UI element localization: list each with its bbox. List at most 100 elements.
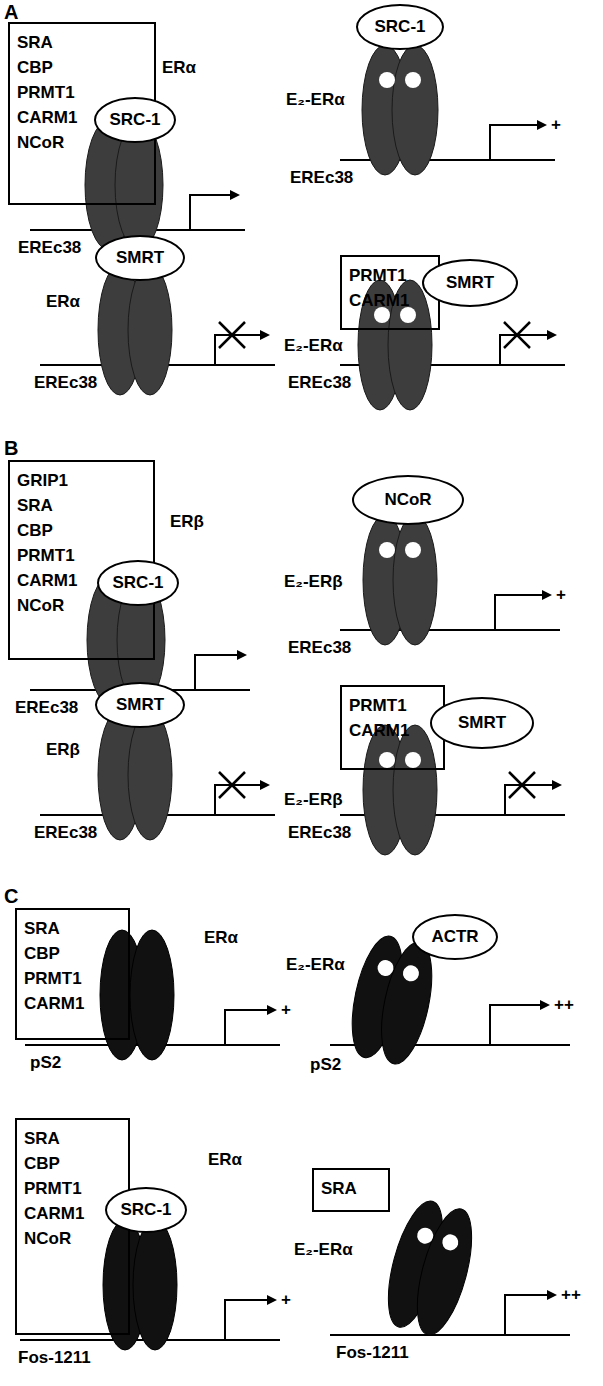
figure-label: ERβ	[170, 512, 204, 532]
receptor-lobe	[393, 725, 437, 855]
figure-label: ++	[554, 995, 574, 1015]
cofactor-name: CARM1	[17, 568, 77, 593]
cofactor-name: PRMT1	[24, 1176, 82, 1201]
figure-label: +	[281, 1000, 291, 1020]
coregulator-ellipse: NCoR	[352, 475, 464, 525]
figure-label: ++	[561, 1285, 581, 1305]
coregulator-name: ACTR	[431, 926, 478, 948]
figure-label: E₂-ERα	[294, 1240, 353, 1260]
receptor-dimer	[363, 515, 437, 645]
figure-label: C	[4, 886, 18, 906]
transcription-arrows	[190, 125, 560, 1340]
transcription-arrow	[215, 785, 268, 815]
figure-label: ERα	[208, 1150, 242, 1170]
coregulator-ellipse: SMRT	[95, 682, 185, 728]
cofactor-box: PRMT1CARM1	[340, 685, 445, 770]
coregulator-ellipse: SMRT	[95, 235, 185, 281]
coregulator-name: SMRT	[458, 712, 506, 734]
coregulator-name: SMRT	[446, 272, 494, 294]
ligand-dot	[379, 752, 395, 768]
cofactor-name: SRA	[17, 493, 53, 518]
block-cross	[509, 772, 535, 798]
cofactor-name: NCoR	[17, 130, 64, 155]
coregulator-ellipse: SMRT	[422, 259, 518, 307]
cofactor-box: SRACBPPRMT1CARM1NCoR	[15, 1118, 130, 1335]
figure-label: ERα	[46, 292, 80, 312]
cofactor-name: PRMT1	[17, 80, 75, 105]
transcription-arrow	[225, 1300, 275, 1340]
cofactor-name: SRA	[24, 916, 60, 941]
figure-label: E₂-ERα	[286, 955, 345, 975]
transcription-arrow	[195, 655, 245, 690]
figure-label: ERα	[162, 58, 196, 78]
cofactor-name: PRMT1	[349, 263, 407, 288]
receptor-lobe	[372, 938, 441, 1068]
cofactor-box: SRACBPPRMT1CARM1	[15, 908, 130, 1040]
coregulator-name: SRC-1	[120, 1199, 171, 1221]
receptor-dimer	[377, 1196, 482, 1341]
figure-label: +	[556, 585, 566, 605]
coregulator-ellipse: SRC-1	[105, 1187, 187, 1233]
cofactor-name: NCoR	[17, 593, 64, 618]
ligand-dot	[405, 752, 421, 768]
receptor-dimer	[363, 725, 437, 855]
transcription-arrow	[490, 1005, 548, 1045]
figure-label: B	[4, 438, 18, 458]
transcription-arrow	[490, 125, 545, 160]
receptor-lobe	[133, 1220, 177, 1350]
figure-label: ERα	[204, 928, 238, 948]
cofactor-name: CARM1	[349, 718, 409, 743]
figure-label: EREc38	[290, 168, 353, 188]
figure-label: EREc38	[288, 373, 351, 393]
cofactor-name: CARM1	[24, 991, 84, 1016]
coregulator-ellipse: SRC-1	[356, 4, 444, 50]
coregulator-ellipse: SRC-1	[94, 97, 176, 143]
cofactor-name: SRA	[17, 30, 53, 55]
cofactor-name: CBP	[17, 518, 53, 543]
transcription-arrow	[500, 335, 555, 365]
cofactor-name: PRMT1	[17, 543, 75, 568]
transcription-arrow	[505, 1295, 555, 1335]
cofactor-box: SRA	[312, 1168, 390, 1212]
figure-label: pS2	[30, 1053, 61, 1073]
block-crosses	[219, 322, 535, 798]
transcription-arrow	[225, 1010, 275, 1045]
dna-line	[330, 1334, 570, 1336]
receptor-lobe	[392, 45, 438, 175]
figure-label: E₂-ERα	[286, 90, 345, 110]
cofactor-name: NCoR	[24, 1226, 71, 1251]
coregulator-ellipse: SRC-1	[97, 560, 179, 606]
coregulator-ellipse: ACTR	[412, 914, 498, 960]
block-cross	[504, 322, 530, 348]
ligand-dot	[376, 958, 395, 977]
figure-label: pS2	[310, 1055, 341, 1075]
receptor-dimer	[362, 45, 438, 175]
dna-lines	[20, 160, 570, 1340]
receptor-dimer	[98, 710, 172, 840]
receptor-lobe	[393, 515, 437, 645]
coregulator-name: SRC-1	[112, 572, 163, 594]
figure-label: EREc38	[34, 373, 97, 393]
cofactor-name: CARM1	[17, 105, 77, 130]
block-cross	[219, 322, 245, 348]
figure-label: +	[281, 1290, 291, 1310]
ligand-dot	[415, 1226, 435, 1246]
figure-label: E₂-ERα	[284, 336, 343, 356]
figure-label: E₂-ERβ	[284, 790, 343, 810]
ligand-dot	[379, 72, 395, 88]
figure-label: +	[551, 115, 561, 135]
figure-label: Fos-1211	[18, 1348, 91, 1368]
figure-label: EREc38	[288, 638, 351, 658]
receptor-lobe	[130, 930, 174, 1060]
figure-label: A	[4, 2, 18, 22]
figure-label: EREc38	[15, 698, 78, 718]
figure-label: Fos-1211	[336, 1343, 409, 1363]
cofactor-name: GRIP1	[17, 468, 68, 493]
ligand-dot	[441, 1233, 461, 1253]
block-cross	[219, 772, 245, 798]
transcription-arrow	[495, 595, 550, 630]
receptor-lobe	[128, 710, 172, 840]
receptor-dimer	[98, 265, 172, 395]
